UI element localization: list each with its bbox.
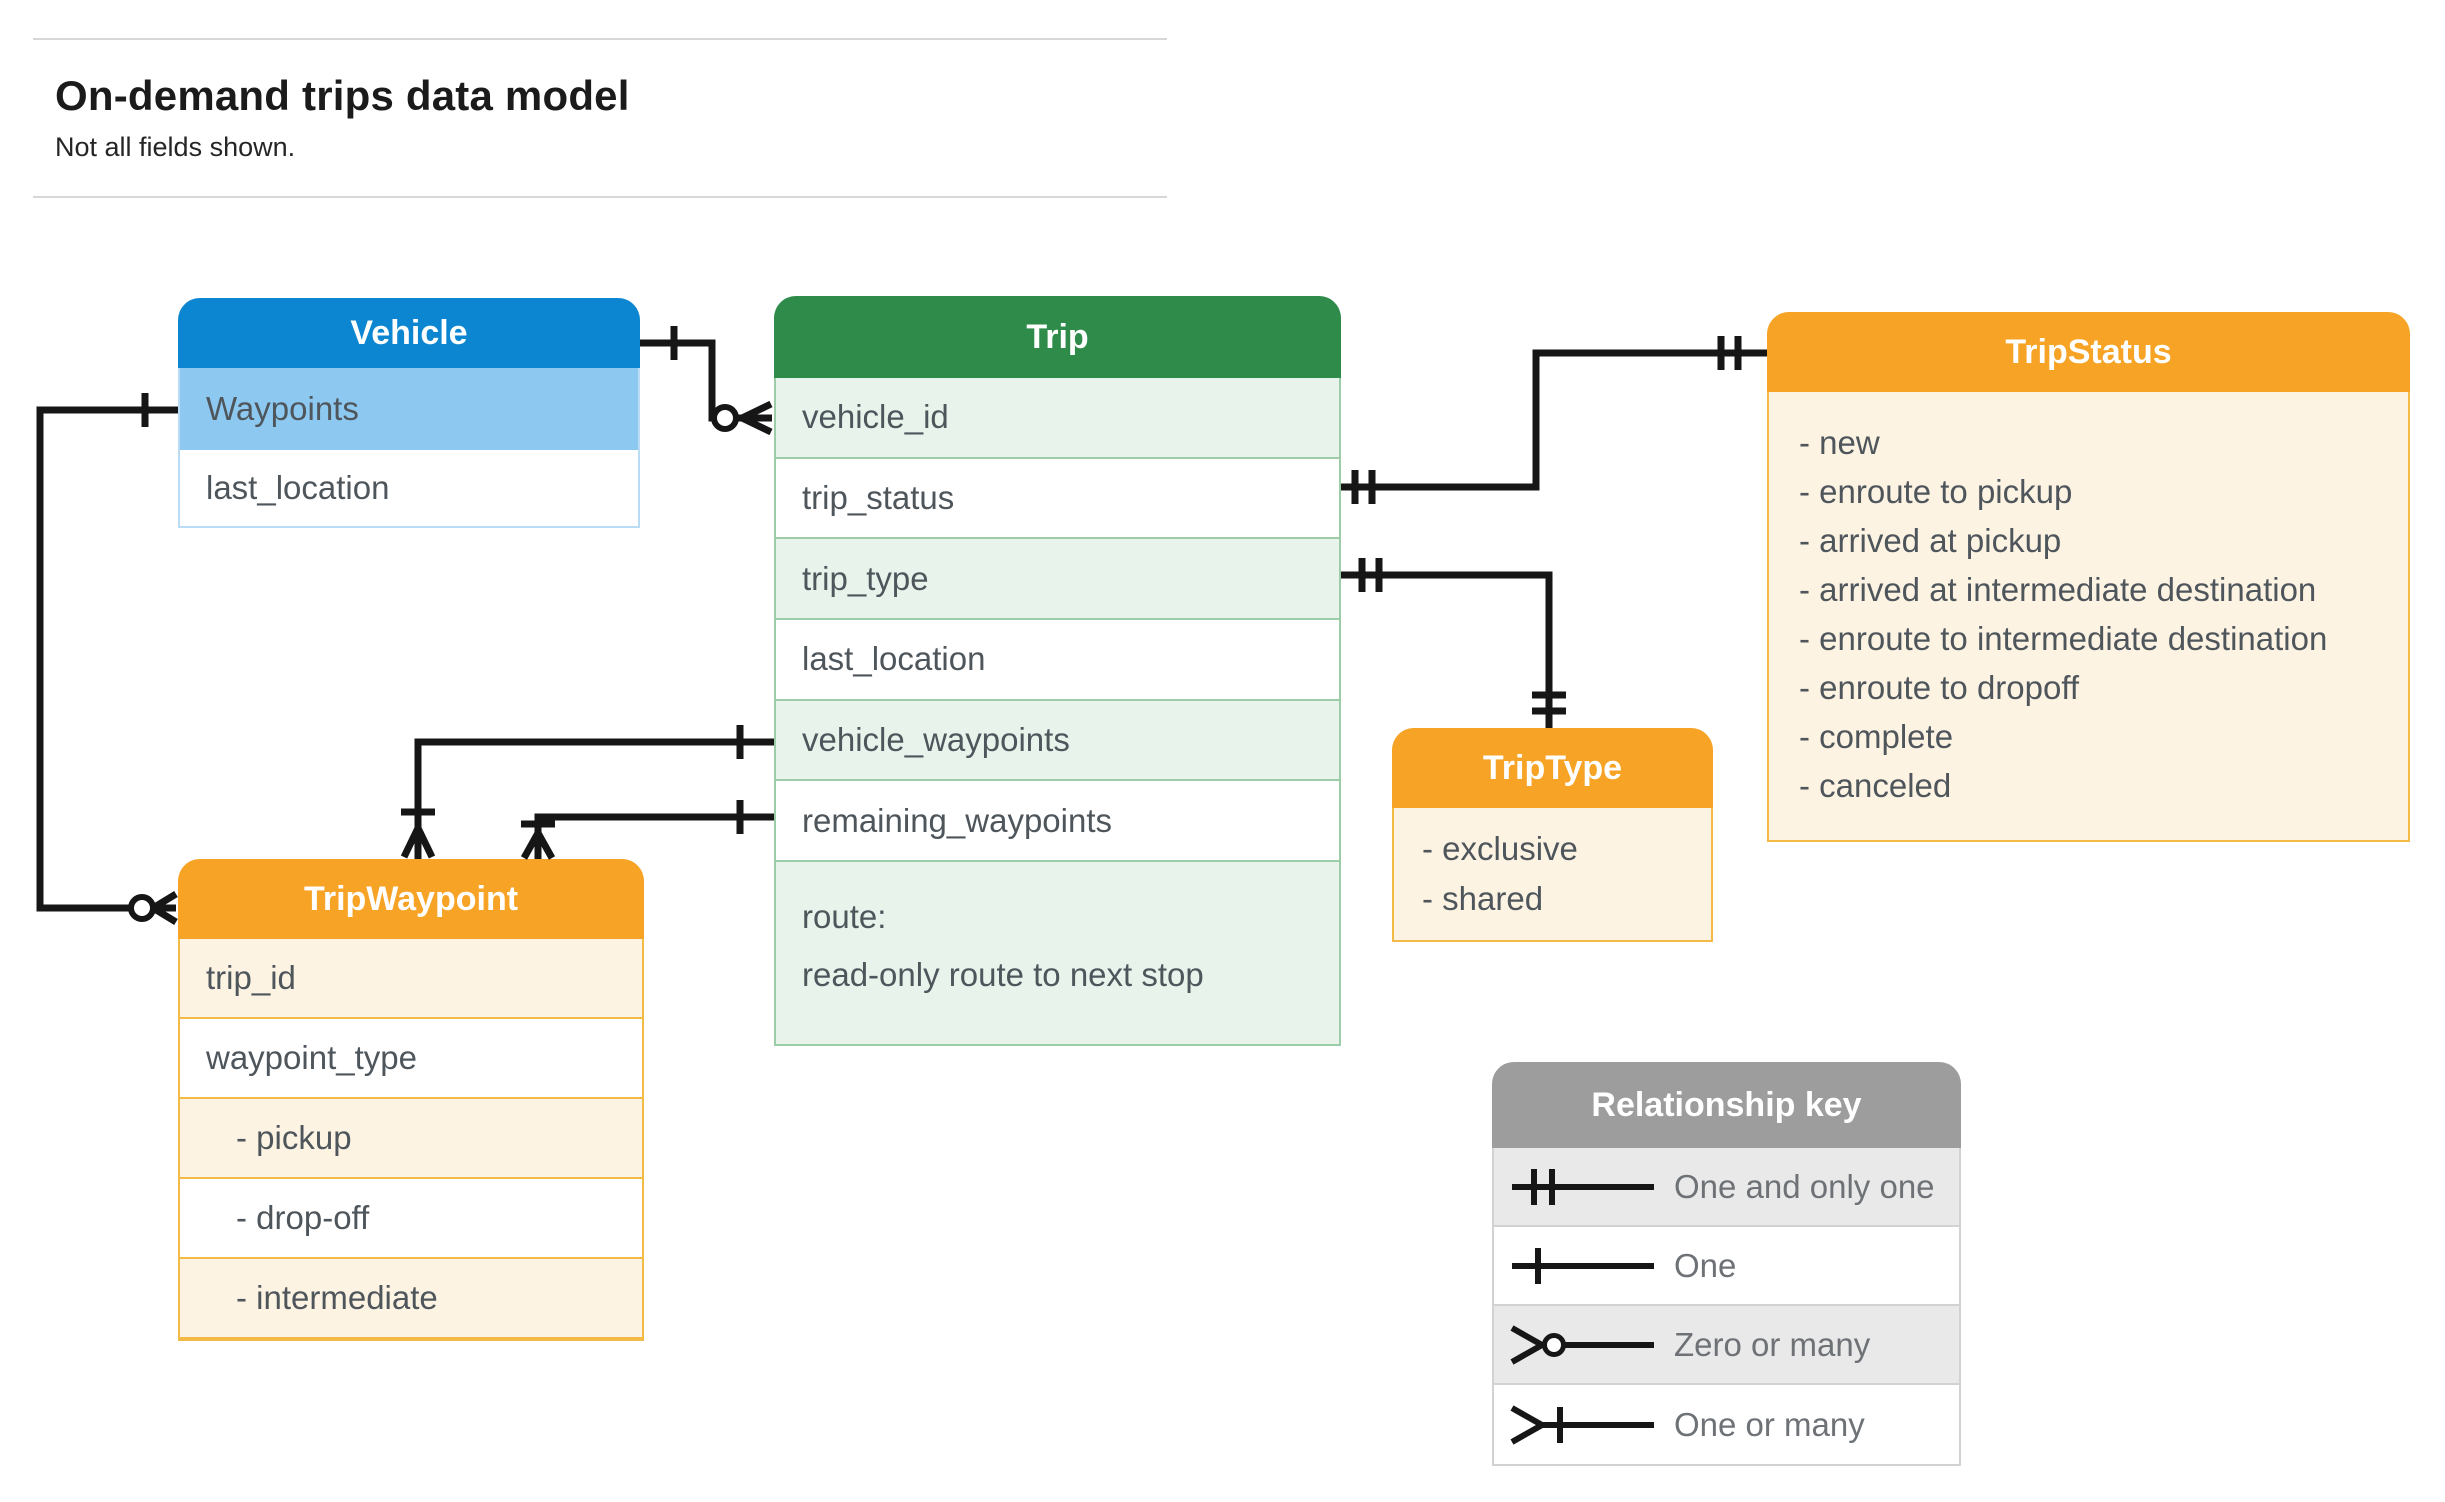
trip-field-route: route: read-only route to next stop xyxy=(776,862,1339,1045)
connector-vehicle-to-trip xyxy=(640,326,773,436)
connector-trip-type-to-triptype xyxy=(1341,558,1566,728)
trip-field-remaining-waypoints: remaining_waypoints xyxy=(776,781,1339,863)
bottom-rule xyxy=(33,196,1167,198)
tripstatus-value: - canceled xyxy=(1799,767,1952,804)
trip-route-line2: read-only route to next stop xyxy=(802,956,1204,994)
entity-tripwaypoint: TripWaypoint trip_id waypoint_type - pic… xyxy=(178,859,644,1341)
entity-vehicle-title: Vehicle xyxy=(178,298,640,368)
tripstatus-value: - enroute to dropoff xyxy=(1799,669,2080,706)
tripwaypoint-value-intermediate: - intermediate xyxy=(180,1259,642,1339)
legend-row-zero-or-many: Zero or many xyxy=(1494,1306,1959,1385)
entity-trip: Trip vehicle_id trip_status trip_type la… xyxy=(774,296,1341,1047)
trip-route-line1: route: xyxy=(802,898,887,936)
top-rule xyxy=(33,38,1167,40)
connector-vehicle-waypoints-to-tripwaypoint xyxy=(36,393,178,925)
legend-row-one-and-only-one: One and only one xyxy=(1494,1148,1959,1227)
entity-tripstatus: TripStatus - new - enroute to pickup - a… xyxy=(1767,312,2410,842)
entity-vehicle: Vehicle Waypoints last_location xyxy=(178,298,640,528)
trip-field-vehicle-id: vehicle_id xyxy=(776,378,1339,459)
one-and-only-one-icon xyxy=(1512,1168,1654,1205)
legend-row-one: One xyxy=(1494,1227,1959,1306)
legend-label: Zero or many xyxy=(1674,1325,1871,1363)
trip-field-trip-type: trip_type xyxy=(776,539,1339,621)
tripwaypoint-value-pickup: - pickup xyxy=(180,1099,642,1179)
relationship-key-title: Relationship key xyxy=(1492,1062,1961,1148)
tripstatus-value: - arrived at pickup xyxy=(1799,522,2062,559)
tripstatus-value: - enroute to intermediate destination xyxy=(1799,620,2328,657)
one-or-many-icon xyxy=(1510,1404,1654,1445)
legend-label: One xyxy=(1674,1246,1737,1284)
connector-vehicle-waypoints-field-to-tripwaypoint xyxy=(400,725,774,859)
tripstatus-value: - arrived at intermediate destination xyxy=(1799,571,2317,608)
legend-label: One or many xyxy=(1674,1405,1865,1443)
page-subtitle: Not all fields shown. xyxy=(55,132,296,162)
legend-row-one-or-many: One or many xyxy=(1494,1385,1959,1464)
tripstatus-value: - complete xyxy=(1799,718,1954,755)
legend-label: One and only one xyxy=(1674,1167,1935,1205)
zero-or-many-icon xyxy=(1510,1324,1654,1365)
vehicle-field-last-location: last_location xyxy=(180,450,638,526)
entity-tripstatus-title: TripStatus xyxy=(1767,312,2410,392)
connector-trip-status-to-tripstatus xyxy=(1341,336,1767,504)
entity-trip-title: Trip xyxy=(774,296,1341,378)
tripwaypoint-field-trip-id: trip_id xyxy=(180,939,642,1019)
tripwaypoint-value-drop-off: - drop-off xyxy=(180,1179,642,1259)
relationship-key: Relationship key One and only one One Ze… xyxy=(1492,1062,1961,1466)
triptype-value: - exclusive xyxy=(1422,830,1578,867)
triptype-value: - shared xyxy=(1422,880,1544,917)
entity-triptype-title: TripType xyxy=(1392,728,1713,808)
trip-field-trip-status: trip_status xyxy=(776,458,1339,540)
page-title: On-demand trips data model xyxy=(55,72,630,119)
trip-field-last-location: last_location xyxy=(776,620,1339,701)
one-icon xyxy=(1512,1247,1654,1284)
entity-tripwaypoint-title: TripWaypoint xyxy=(178,859,644,939)
vehicle-field-waypoints: Waypoints xyxy=(180,368,638,450)
trip-field-vehicle-waypoints: vehicle_waypoints xyxy=(776,700,1339,782)
tripwaypoint-field-waypoint-type: waypoint_type xyxy=(180,1019,642,1099)
connector-remaining-waypoints-to-tripwaypoint xyxy=(520,800,774,860)
entity-triptype: TripType - exclusive - shared xyxy=(1392,728,1713,942)
tripstatus-value: - new xyxy=(1799,424,1880,461)
tripstatus-value: - enroute to pickup xyxy=(1799,473,2073,510)
